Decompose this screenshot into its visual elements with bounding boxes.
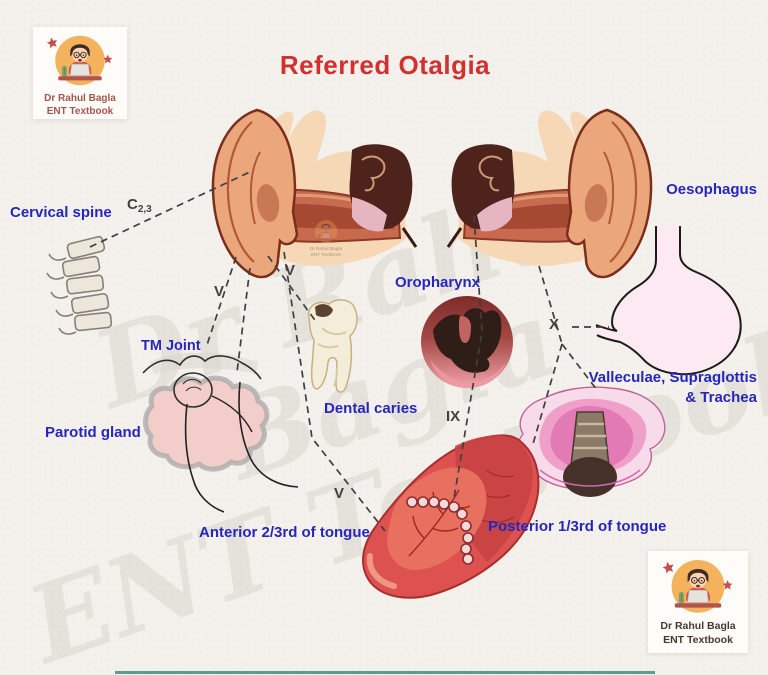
label-nerve-x: X — [549, 316, 560, 333]
logo-line1: Dr Rahul Bagla — [44, 93, 116, 104]
label-anterior-tongue: Anterior 2/3rd of tongue — [199, 524, 370, 541]
logo-boy-laptop-icon — [38, 32, 122, 92]
label-cervical-spine: Cervical spine — [10, 204, 112, 221]
logo-line1: Dr Rahul Bagla — [660, 620, 736, 632]
ear-cross-section-right-illustration — [446, 108, 653, 279]
label-valleculae-line2: & Trachea — [685, 389, 757, 407]
label-parotid-gland: Parotid gland — [45, 424, 141, 441]
label-oesophagus: Oesophagus — [666, 181, 757, 198]
logo-line2: ENT Textbook — [46, 106, 114, 117]
line-ear-to-oropharynx-posterior-tongue — [453, 215, 483, 499]
label-nerve-ix: IX — [446, 408, 461, 425]
logo-line1: Dr Rahul Bagla — [309, 246, 343, 251]
line-vagus-to-larynx-top — [561, 343, 598, 391]
line-ear-to-anterior-tongue — [283, 251, 386, 532]
logo-bottom-right: Dr Rahul Bagla ENT Textbook — [648, 551, 748, 653]
page-title: Referred Otalgia — [279, 50, 491, 80]
logo-line2: ENT Textbook — [311, 251, 341, 257]
bottom-divider-line — [115, 671, 655, 674]
tm-joint-parotid-illustration — [142, 352, 299, 513]
c23-subscript: 2,3 — [137, 204, 152, 215]
line-cervical-spine-to-ear — [89, 170, 253, 248]
label-nerve-v-tmjoint: V — [214, 283, 225, 300]
label-valleculae-line1: Valleculae, Supraglottis — [588, 369, 757, 386]
line-ear-to-tooth — [267, 255, 318, 324]
c23-main: C — [127, 196, 138, 213]
line-ear-to-parotid — [236, 267, 251, 373]
logo-boy-laptop-icon — [653, 556, 743, 620]
label-nerve-v-tooth: V — [285, 262, 296, 279]
line-ear-to-vagus-junction — [538, 265, 563, 345]
ear-cross-section-left-illustration — [211, 108, 418, 279]
label-nerve-c23: C2,3 — [127, 196, 152, 215]
nerve-pathway-lines — [89, 170, 609, 532]
logo-boy-laptop-icon — [307, 218, 345, 246]
label-posterior-tongue: Posterior 1/3rd of tongue — [488, 518, 667, 535]
tooth-dental-caries-illustration — [307, 299, 358, 393]
label-valleculae-supraglottis-trachea: Valleculae, Supraglottis & Trachea — [589, 368, 757, 409]
label-oropharynx: Oropharynx — [395, 274, 481, 291]
cervical-spine-illustration — [46, 235, 113, 335]
tongue-illustration — [362, 434, 540, 599]
oropharynx-illustration — [421, 296, 513, 388]
line-ear-to-tm-joint — [205, 256, 237, 349]
label-tm-joint: TM Joint — [141, 338, 201, 354]
label-nerve-v-tongue: V — [334, 485, 345, 502]
larynx-endoscopic-illustration — [517, 386, 666, 497]
oesophagus-stomach-illustration — [595, 226, 742, 376]
circumvallate-papillae — [406, 496, 474, 565]
line-vagus-to-larynx-left — [532, 343, 563, 445]
logo-top-left: Dr Rahul Bagla ENT Textbook — [33, 27, 127, 119]
logo-watermark-center: Dr Rahul Bagla ENT Textbook — [305, 213, 347, 258]
logo-line2: ENT Textbook — [663, 633, 733, 646]
label-dental-caries: Dental caries — [324, 400, 418, 417]
